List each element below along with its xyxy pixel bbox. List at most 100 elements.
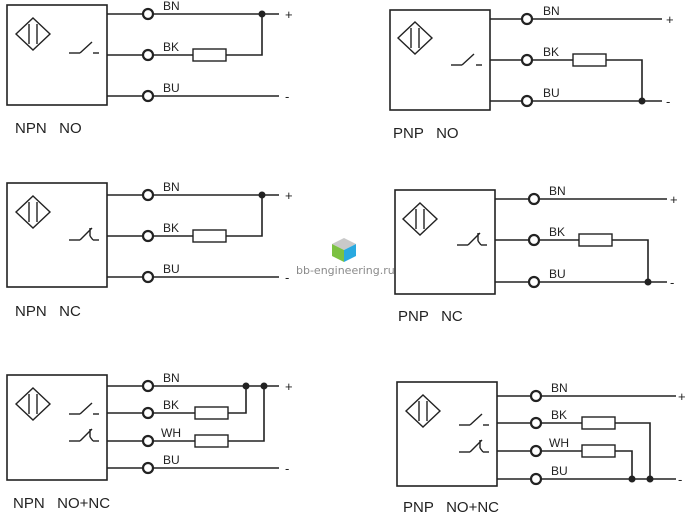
load-return-wire — [226, 195, 263, 237]
terminal — [520, 94, 534, 108]
no-contact-switch-icon — [69, 41, 99, 54]
polarity-plus: + — [678, 389, 686, 404]
no-contact-switch-icon — [459, 413, 489, 426]
polarity-plus: + — [666, 12, 674, 27]
load-resistor — [581, 444, 616, 458]
polarity-plus: + — [285, 7, 293, 22]
junction-dot — [242, 382, 250, 390]
diagram-caption: NPN NC — [15, 303, 81, 320]
terminal — [141, 48, 155, 62]
polarity-plus: + — [285, 379, 293, 394]
load-resistor — [572, 53, 607, 67]
load-resistor — [192, 48, 227, 62]
polarity-minus: - — [670, 275, 674, 290]
proximity-sensor-icon — [396, 21, 434, 55]
wire-label-wh: WH — [549, 436, 569, 450]
terminal — [141, 229, 155, 243]
wire-label-bn: BN — [543, 4, 560, 18]
polarity-plus: + — [670, 192, 678, 207]
sensor-housing — [6, 374, 108, 481]
polarity-minus: - — [285, 89, 289, 104]
diagram-npn-nc: BN BK BU + - NPN NC — [6, 180, 293, 320]
polarity-minus: - — [666, 94, 670, 109]
diagram-caption: NPN NO+NC — [13, 495, 110, 512]
terminal — [527, 192, 541, 206]
proximity-sensor-icon — [401, 202, 439, 236]
wire-label-bu: BU — [163, 453, 180, 467]
terminal — [520, 12, 534, 26]
polarity-plus: + — [285, 188, 293, 203]
junction-dot — [638, 97, 646, 105]
load-resistor — [578, 233, 613, 247]
junction-dot — [628, 475, 636, 483]
nc-contact-switch-icon — [69, 428, 99, 442]
polarity-minus: - — [678, 472, 682, 487]
proximity-sensor-icon — [14, 17, 52, 51]
terminal — [529, 389, 543, 403]
wire-label-bu: BU — [549, 267, 566, 281]
watermark: bb-engineering.ru — [296, 238, 395, 277]
load-resistor — [194, 406, 229, 420]
diagram-caption: PNP NC — [398, 308, 463, 325]
proximity-sensor-icon — [404, 394, 442, 428]
terminal — [141, 270, 155, 284]
wire-label-bk: BK — [163, 40, 179, 54]
terminal — [141, 379, 155, 393]
terminal — [141, 406, 155, 420]
nc-contact-switch-icon — [459, 439, 489, 453]
polarity-minus: - — [285, 270, 289, 285]
wire-label-bn: BN — [549, 184, 566, 198]
diagram-npn-no: BN BK BU + - NPN NO — [6, 0, 293, 137]
junction-dot — [646, 475, 654, 483]
wire-label-bn: BN — [163, 180, 180, 194]
load-return-wire — [228, 386, 265, 442]
wire-label-bu: BU — [543, 86, 560, 100]
no-contact-switch-icon — [69, 402, 99, 415]
wire-label-bn: BN — [551, 381, 568, 395]
terminal — [141, 434, 155, 448]
terminal — [141, 7, 155, 21]
junction-dot — [260, 382, 268, 390]
wire-label-bk: BK — [549, 225, 565, 239]
wire-label-bk: BK — [551, 408, 567, 422]
load-resistor — [194, 434, 229, 448]
wire-label-bk: BK — [163, 398, 179, 412]
terminal — [141, 461, 155, 475]
wire-label-bu: BU — [163, 262, 180, 276]
wire-label-bn: BN — [163, 371, 180, 385]
terminal — [529, 444, 543, 458]
terminal — [527, 233, 541, 247]
wire-label-bk: BK — [543, 45, 559, 59]
proximity-sensor-icon — [14, 195, 52, 229]
junction-dot — [258, 191, 266, 199]
polarity-minus: - — [285, 461, 289, 476]
terminal — [520, 53, 534, 67]
diagram-caption: PNP NO — [393, 125, 459, 142]
load-return-wire — [615, 450, 633, 479]
terminal — [529, 472, 543, 486]
diagram-pnp-nc: BN BK BU + - PNP NC — [394, 184, 678, 325]
load-return-wire — [228, 386, 247, 414]
sensor-housing — [394, 189, 496, 295]
junction-dot — [644, 278, 652, 286]
diagram-caption: PNP NO+NC — [403, 499, 499, 516]
load-resistor — [581, 416, 616, 430]
wire-label-bu: BU — [551, 464, 568, 478]
diagram-pnp-no-nc: BN BK WH BU + - PNP NO+NC — [396, 381, 686, 516]
sensor-housing — [6, 4, 108, 106]
sensor-housing — [396, 381, 498, 487]
wire-label-bk: BK — [163, 221, 179, 235]
wire-label-bu: BU — [163, 81, 180, 95]
wire-label-bn: BN — [163, 0, 180, 13]
terminal — [141, 188, 155, 202]
sensor-housing — [389, 9, 491, 111]
load-return-wire — [615, 422, 651, 479]
no-contact-switch-icon — [451, 53, 482, 66]
terminal — [141, 89, 155, 103]
terminal — [529, 416, 543, 430]
terminal — [527, 275, 541, 289]
diagram-caption: NPN NO — [15, 120, 82, 137]
watermark-text: bb-engineering.ru — [296, 264, 395, 277]
